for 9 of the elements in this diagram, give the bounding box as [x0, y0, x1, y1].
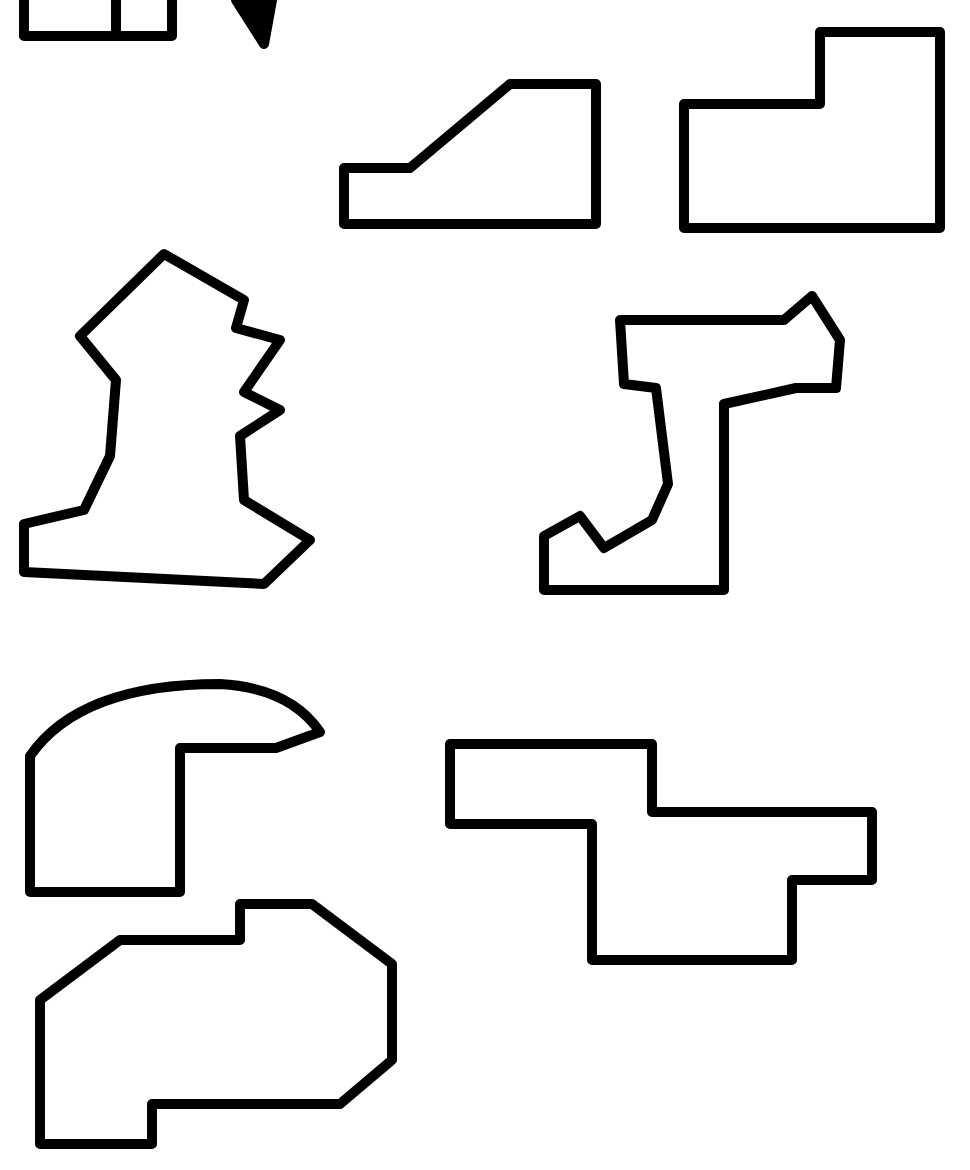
polygon-outline	[445, 739, 877, 965]
polygon-outline	[19, 249, 315, 589]
polygon-outline	[35, 899, 397, 1149]
polygon-outline	[679, 27, 945, 233]
polygon-outline	[339, 79, 601, 229]
polygon-outline	[25, 679, 325, 897]
polygon-outline	[539, 291, 845, 595]
triangle-mark	[231, 0, 277, 49]
box-outline	[19, 0, 177, 41]
